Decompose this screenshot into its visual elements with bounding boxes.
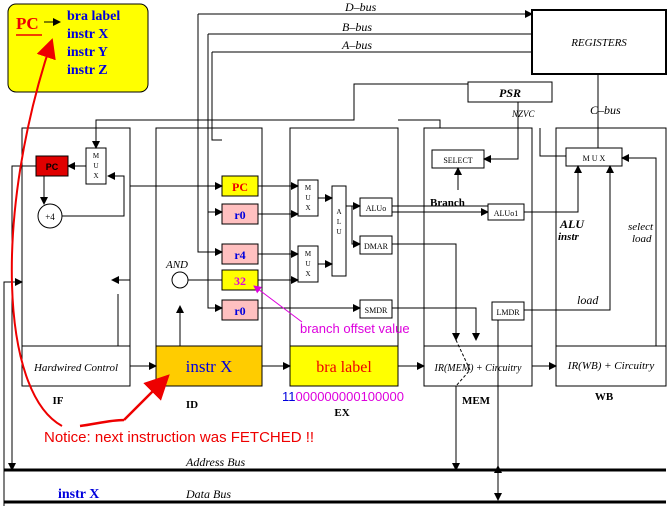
select-load-label-1: select [628,221,654,233]
c-bus-label: C–bus [590,103,621,117]
smdr-label: SMDR [365,306,388,315]
b-bus-label: B–bus [342,20,372,34]
seq-line-1: bra label [67,9,120,24]
svg-text:U: U [336,228,341,236]
svg-text:M: M [305,184,312,192]
data-bus-label: Data Bus [185,487,231,501]
id-r4-reg-label: r4 [234,248,245,262]
dmar-label: DMAR [364,242,389,251]
nzvc-label: NZVC [511,109,536,119]
if-pc-label: PC [46,162,59,172]
mem-ir-box [423,345,533,387]
id-r0b-reg-label: r0 [234,304,245,318]
svg-text:U: U [305,194,310,202]
wb-ir-box [555,345,667,387]
alu-instr-label-2: instr [558,231,580,243]
lmdr-label: LMDR [496,308,520,317]
stage-mem-label: MEM [462,395,491,407]
svg-text:X: X [305,204,310,212]
wb-mux-label: M U X [583,154,606,163]
id-pc-reg-label: PC [232,180,248,194]
psr-label: PSR [499,86,521,100]
stage-if-label: IF [53,395,64,407]
svg-text:M: M [305,250,312,258]
address-bus-label: Address Bus [185,455,246,469]
if-ir-label: Hardwired Control [33,362,118,374]
svg-text:L: L [337,218,341,226]
d-bus-label: D–bus [344,0,377,14]
branch-offset-label: branch offset value [300,321,410,336]
select-load-label-2: load [632,233,652,245]
branch-label: Branch [430,197,465,209]
data-bus-value: instr X [58,487,99,502]
id-r0-reg-label: r0 [234,208,245,222]
alu01-label: ALUo1 [494,209,518,218]
svg-text:U: U [93,162,98,170]
offset-bits: 11000000000100000 [282,389,404,404]
registers-box [531,9,667,75]
load-label: load [577,293,599,307]
alu0-label: ALUo [366,204,386,213]
notice-text: Notice: next instruction was FETCHED !! [44,429,314,446]
seq-line-4: instr Z [67,63,108,78]
offset-bits-prefix: 11 [282,389,296,404]
seq-line-2: instr X [67,27,108,42]
registers-label: REGISTERS [570,37,627,49]
ex-ir-label: bra label [316,359,372,376]
svg-text:A: A [336,208,341,216]
instruction-sequence-box: PC bra label instr X instr Y instr Z [7,3,149,93]
mem-ir-label: IR(MEM) + Circuitry [434,363,522,374]
a-bus-label: A–bus [341,38,372,52]
lmdr-register [491,301,525,321]
wb-ir-label: IR(WB) + Circuitry [567,360,655,372]
pc-label: PC [16,14,39,33]
stage-id-label: ID [186,399,198,411]
if-ir-box [21,345,131,387]
svg-text:M: M [93,152,100,160]
stage-ex-label: EX [334,407,349,419]
alu-instr-label-1: ALU [559,217,585,231]
svg-text:X: X [93,172,98,180]
stage-wb-label: WB [595,391,614,403]
select-label: SELECT [443,156,472,165]
plus4-label: +4 [45,212,55,222]
offset-bits-rest: 000000000100000 [296,389,404,404]
id-ir-label: instr X [186,357,233,376]
svg-text:X: X [305,270,310,278]
svg-text:U: U [305,260,310,268]
and-gate [171,271,189,289]
and-label: AND [165,259,188,271]
psr-box [467,81,553,103]
seq-line-3: instr Y [67,45,108,60]
id-imm-reg-label: 32 [234,274,246,288]
alu [331,185,347,277]
